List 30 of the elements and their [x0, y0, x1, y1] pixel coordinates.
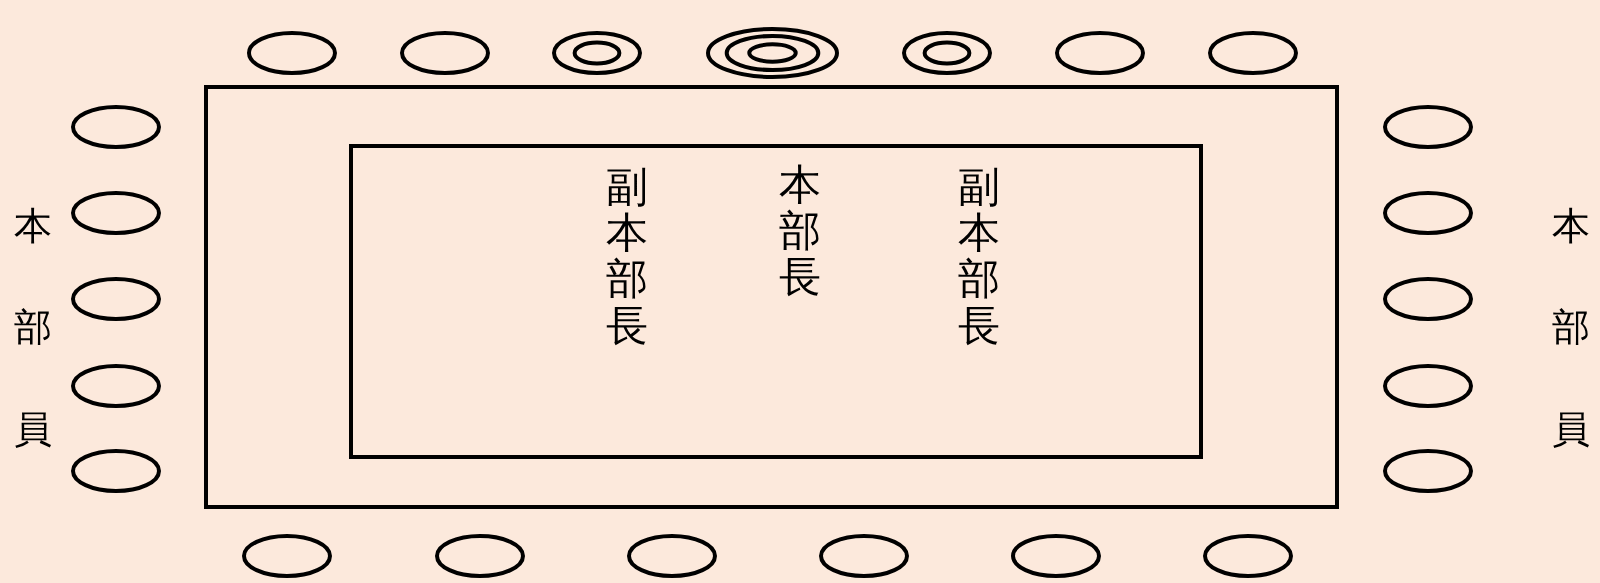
seat-ellipse: [1055, 31, 1145, 75]
ringed-seat-ellipse: [705, 27, 839, 79]
seat-ellipse: [1383, 105, 1473, 149]
seat-ellipse: [247, 31, 337, 75]
group-label: 本部員: [1552, 203, 1590, 453]
seat-ellipse: [1011, 534, 1101, 578]
seat-ellipse: [242, 534, 332, 578]
seat-ellipse: [1383, 277, 1473, 321]
seat-ellipse: [71, 277, 161, 321]
seat-ellipse: [627, 534, 717, 578]
role-label: 本部長: [779, 162, 821, 301]
seat-ellipse: [1383, 449, 1473, 493]
seat-ellipse: [71, 364, 161, 408]
seat-ellipse: [435, 534, 525, 578]
seat-ellipse: [819, 534, 909, 578]
seat-ellipse: [1383, 191, 1473, 235]
seat-ellipse: [400, 31, 490, 75]
ringed-seat-ellipse: [902, 31, 992, 75]
table-rectangle: [204, 85, 1339, 509]
role-label: 副本部長: [958, 164, 1000, 349]
seat-ellipse: [71, 191, 161, 235]
seat-ellipse: [1208, 31, 1298, 75]
role-label: 副本部長: [606, 164, 648, 349]
seat-ellipse: [71, 105, 161, 149]
inner-rectangle: [349, 144, 1203, 459]
ringed-seat-ellipse: [552, 31, 642, 75]
seat-ellipse: [1383, 364, 1473, 408]
group-label: 本部員: [14, 203, 52, 453]
seat-ellipse: [71, 449, 161, 493]
seat-ellipse: [1203, 534, 1293, 578]
